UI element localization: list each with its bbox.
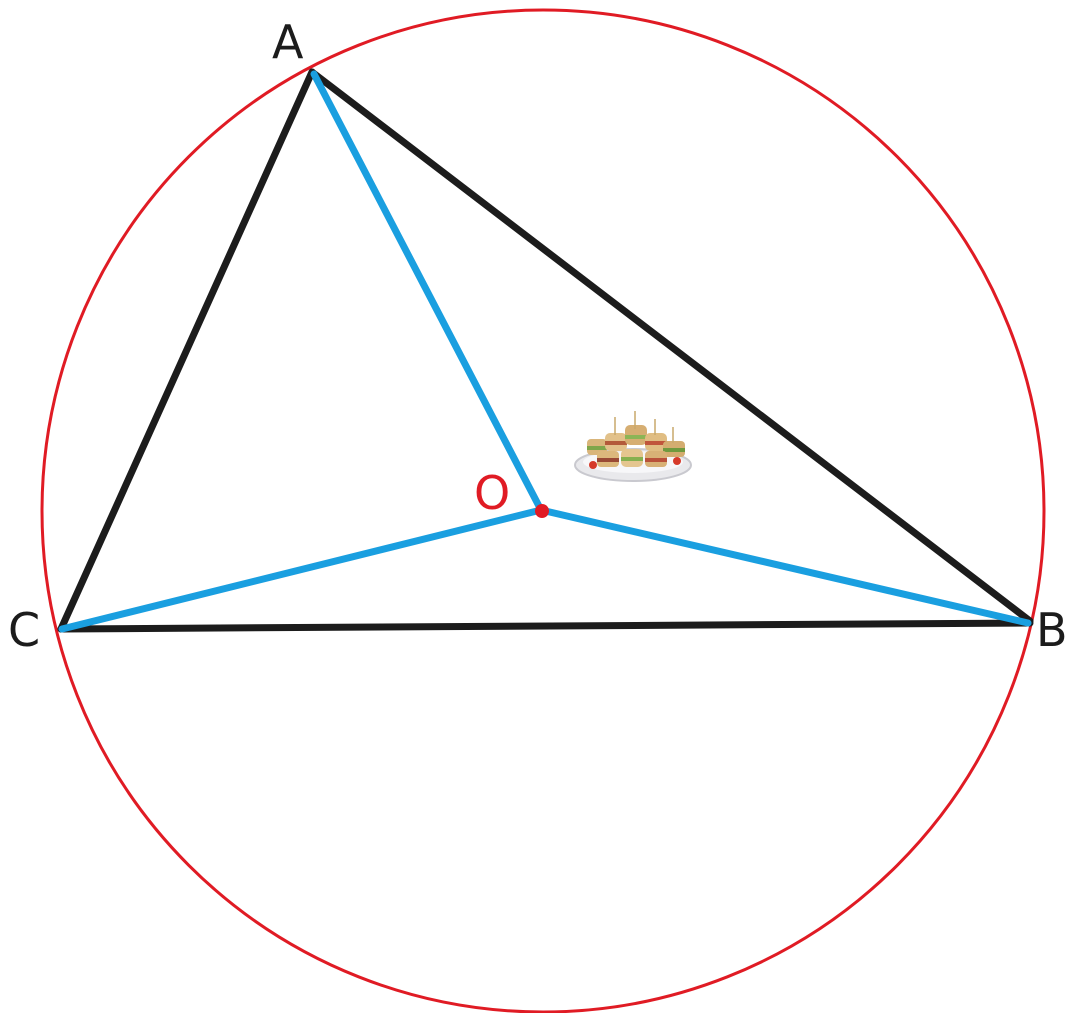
label-b: B xyxy=(1036,603,1068,657)
label-a: A xyxy=(272,15,304,69)
radius-ob xyxy=(537,506,1032,627)
radii xyxy=(58,70,1032,633)
side-ac xyxy=(57,68,316,633)
circumcircle xyxy=(40,8,1046,1013)
center-point-o xyxy=(535,504,549,518)
triangle-abc xyxy=(57,68,1034,633)
sandwich-platter-icon xyxy=(574,411,692,482)
side-ab xyxy=(308,68,1034,625)
radius-oc xyxy=(58,506,545,633)
label-o: O xyxy=(474,466,510,520)
side-cb xyxy=(57,619,1034,633)
radius-oa xyxy=(310,70,545,514)
label-c: C xyxy=(8,603,40,657)
